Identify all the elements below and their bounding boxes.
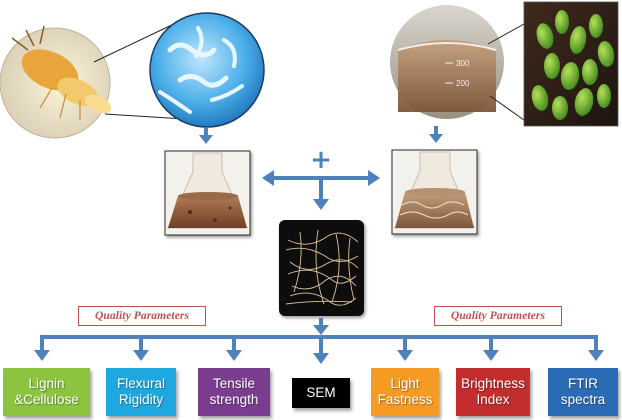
microorganism-micrograph bbox=[93, 12, 265, 128]
arrow-down-right bbox=[429, 126, 443, 143]
param-ftir-spectra-label: FTIR spectra bbox=[560, 376, 606, 407]
param-lignin-cellulose: Lignin &Cellulose bbox=[3, 368, 90, 416]
quality-parameters-label-right: Quality Parameters bbox=[434, 306, 562, 326]
param-brightness-index-label: Brightness Index bbox=[461, 376, 525, 407]
fibre-photo bbox=[279, 220, 364, 316]
param-ftir-spectra: FTIR spectra bbox=[548, 368, 618, 416]
quality-parameters-label-left: Quality Parameters bbox=[78, 306, 206, 326]
param-sem: SEM bbox=[292, 378, 350, 408]
param-tensile-strength-label: Tensile strength bbox=[209, 376, 259, 407]
beaker-mark-200: 200 bbox=[456, 79, 470, 88]
param-lignin-cellulose-label: Lignin &Cellulose bbox=[14, 376, 79, 407]
beaker-mark-300: 300 bbox=[456, 59, 470, 68]
param-light-fastness: Light Fastness bbox=[371, 368, 439, 416]
param-flexural-rigidity: Flexural Rigidity bbox=[106, 368, 176, 416]
param-brightness-index: Brightness Index bbox=[456, 368, 530, 416]
arrow-down-left bbox=[199, 128, 213, 144]
param-flexural-rigidity-label: Flexural Rigidity bbox=[116, 376, 165, 407]
plus-symbol: + bbox=[310, 145, 332, 175]
parameter-distribution-bar bbox=[34, 335, 604, 364]
fruit-photo bbox=[523, 1, 619, 127]
flask-left bbox=[164, 150, 251, 236]
param-tensile-strength: Tensile strength bbox=[198, 368, 270, 416]
flask-right bbox=[391, 149, 478, 235]
param-light-fastness-label: Light Fastness bbox=[377, 376, 433, 407]
arrow-down-center bbox=[313, 318, 329, 335]
termite-photo bbox=[0, 25, 112, 139]
beaker-photo: 300 200 bbox=[390, 5, 525, 121]
param-sem-label: SEM bbox=[306, 385, 336, 400]
double-arrow-horizontal bbox=[262, 170, 380, 210]
